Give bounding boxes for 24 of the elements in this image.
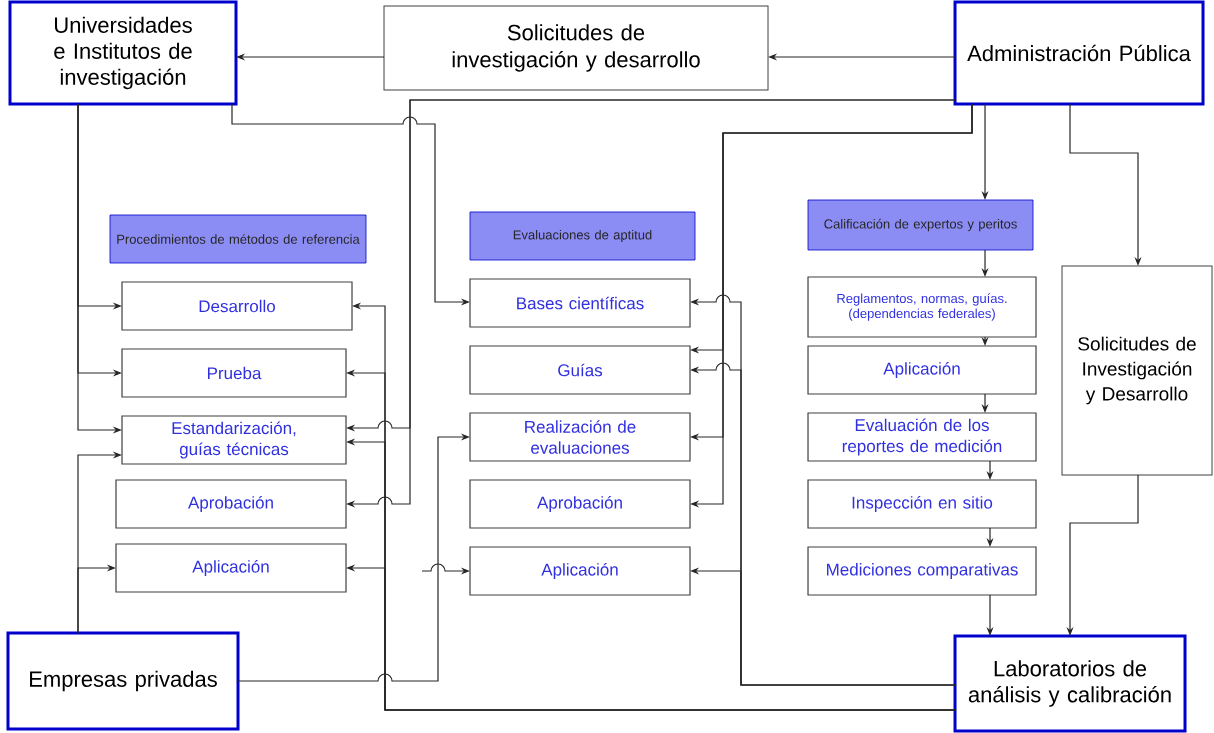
step-box: Reglamentos, normas, guías. (dependencias federales) (807, 276, 1037, 338)
step-box: Guías (469, 345, 691, 395)
step-box: Aplicación (115, 543, 347, 593)
section-header: Procedimientos de métodos de referencia (109, 214, 367, 264)
step-box: Aplicación (469, 546, 691, 596)
step-box: Bases científicas (469, 278, 691, 328)
request-box: Solicitudes de Investigación y Desarrollo (1061, 265, 1213, 476)
organization-box: Universidades e Institutos de investigación (8, 0, 238, 106)
step-box: Estandarización, guías técnicas (121, 415, 347, 465)
section-header: Calificación de expertos y peritos (807, 199, 1034, 251)
step-box: Mediciones comparativas (807, 546, 1037, 596)
step-box: Aplicación (807, 345, 1037, 395)
organization-box: Laboratorios de análisis y calibración (953, 634, 1187, 733)
step-box: Evaluación de los reportes de medición (807, 412, 1037, 462)
step-box: Realización de evaluaciones (469, 412, 691, 462)
step-box: Desarrollo (121, 281, 353, 331)
step-box: Inspección en sitio (807, 479, 1037, 529)
step-box: Prueba (121, 348, 347, 398)
step-box: Aprobación (469, 479, 691, 529)
section-header: Evaluaciones de aptitud (469, 211, 696, 261)
step-box: Aprobación (115, 479, 347, 529)
organization-box: Empresas privadas (6, 631, 240, 731)
organization-box: Administración Pública (953, 0, 1205, 106)
request-box: Solicitudes de investigación y desarrollo (383, 5, 769, 91)
